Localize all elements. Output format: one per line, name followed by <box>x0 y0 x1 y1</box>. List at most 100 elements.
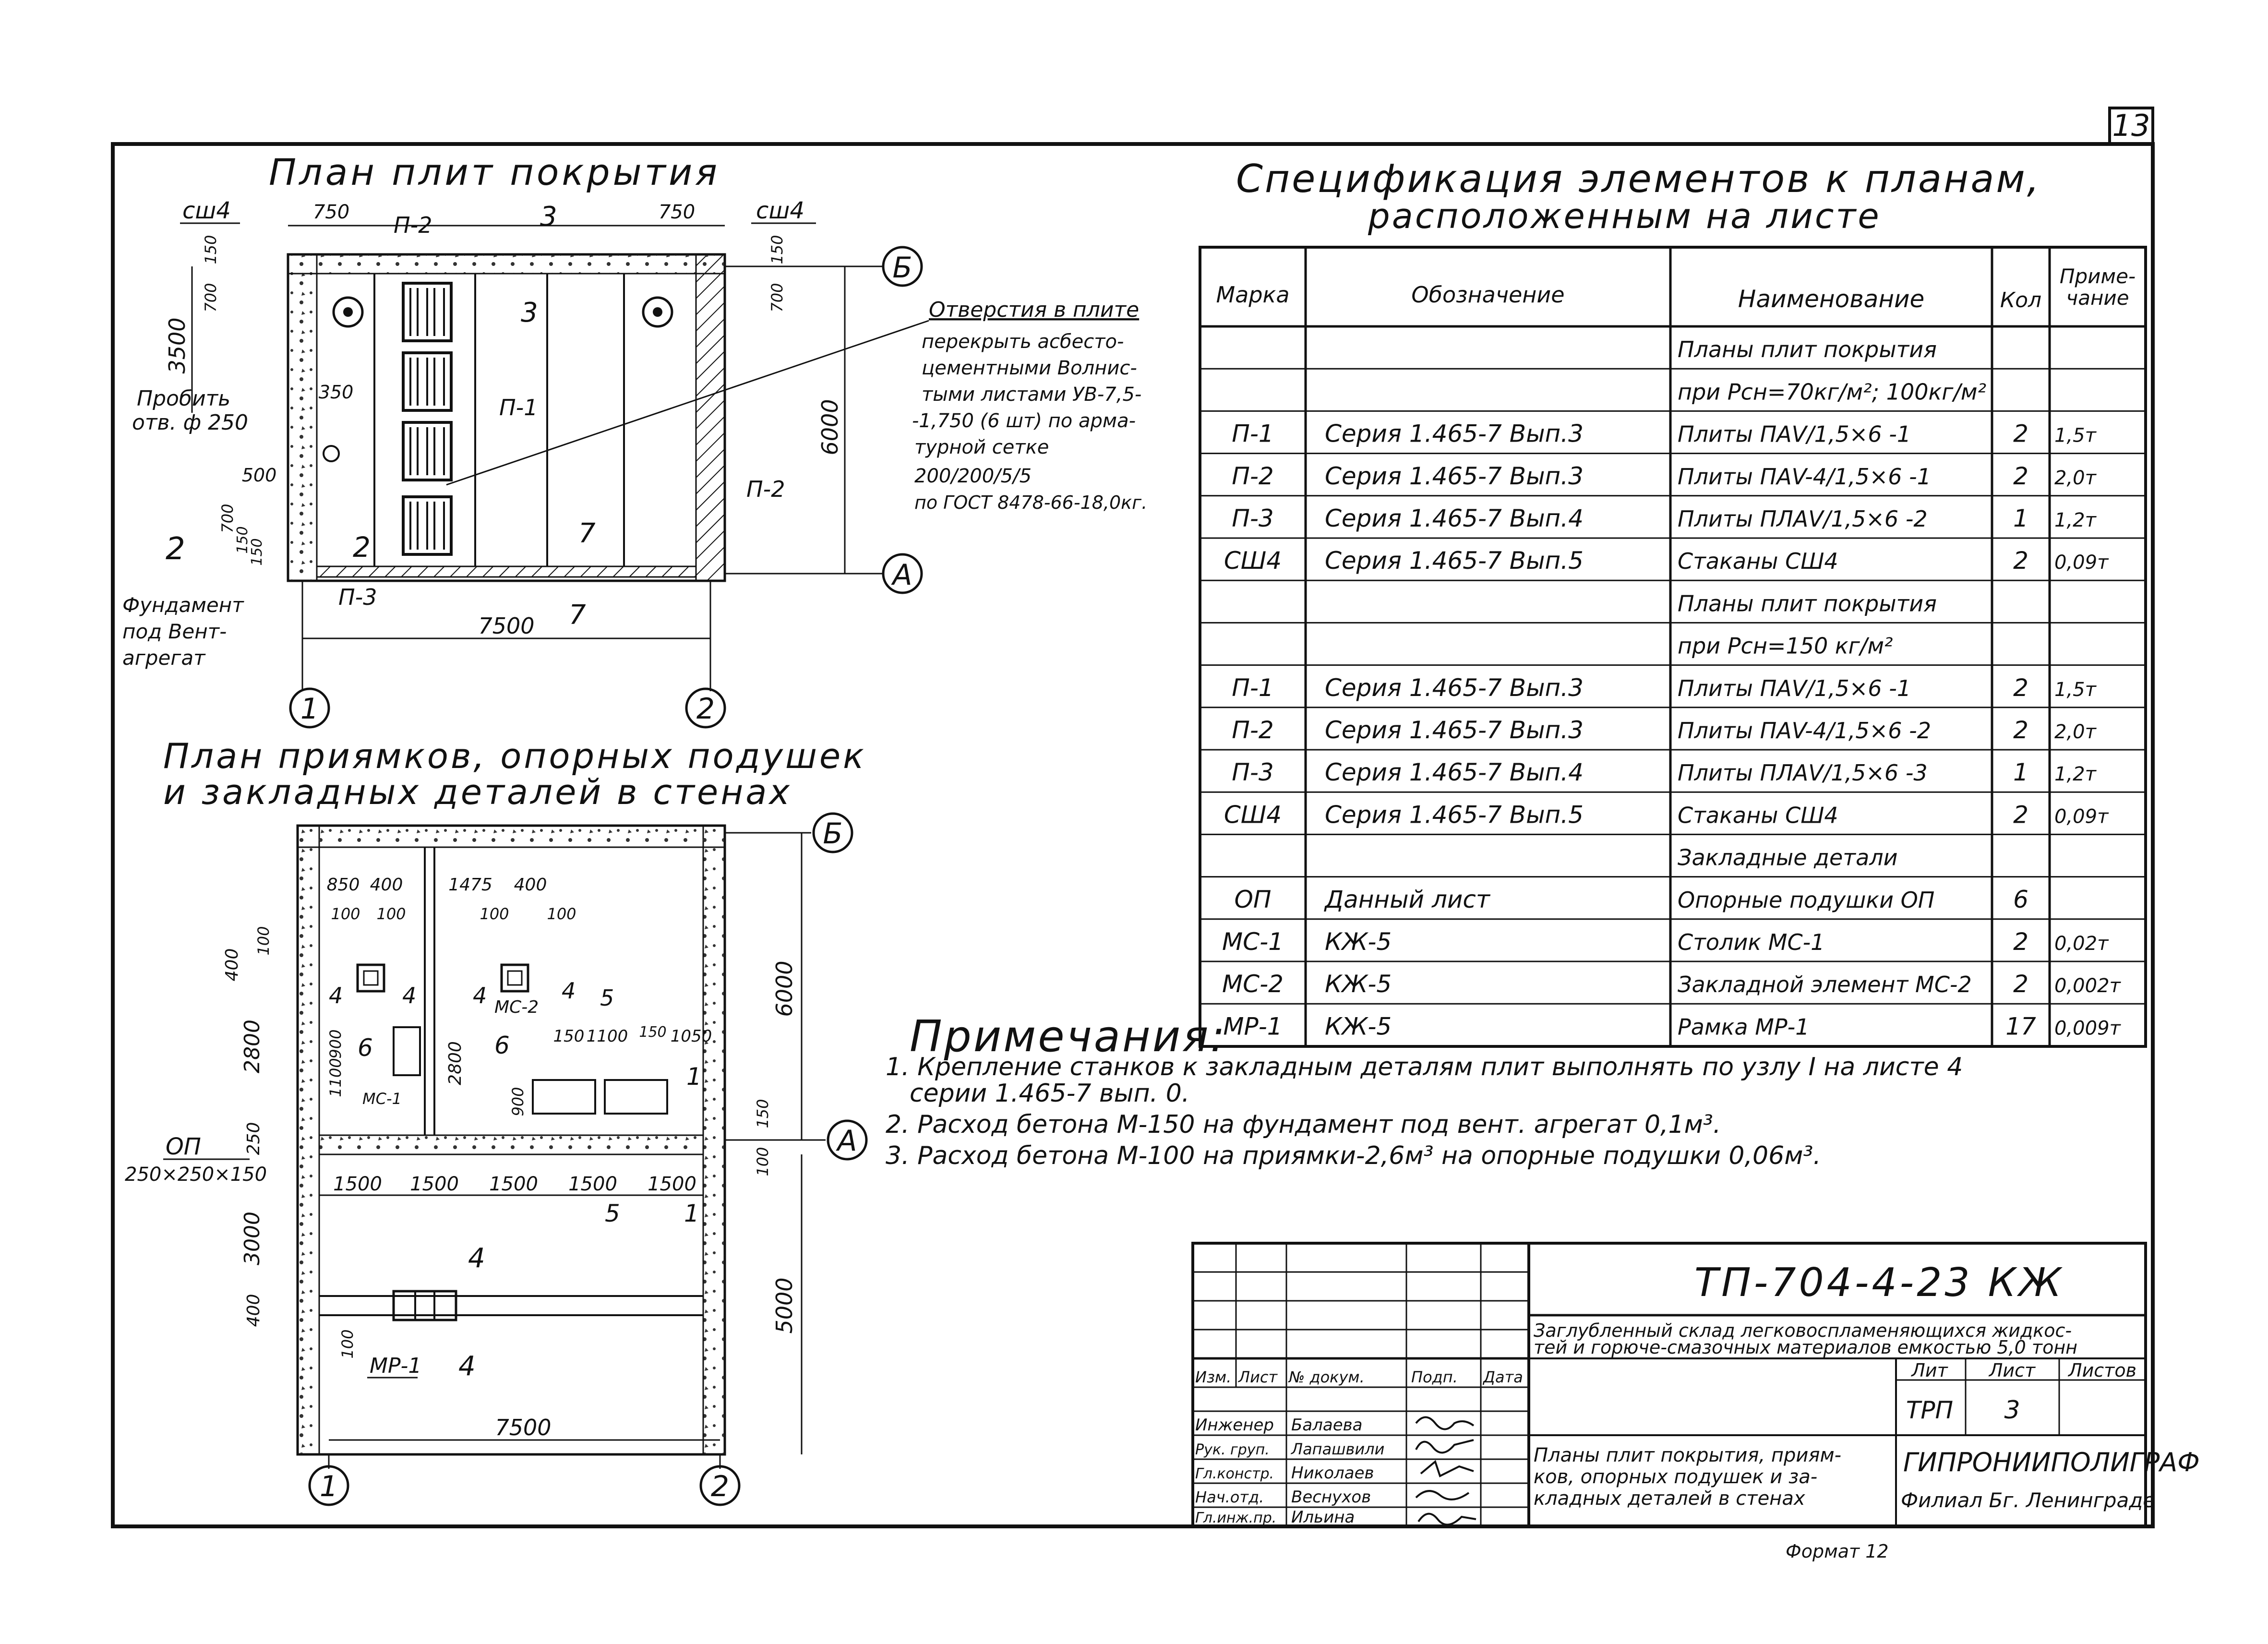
svg-text:1500: 1500 <box>648 1173 696 1195</box>
svg-text:Лапашвили: Лапашвили <box>1291 1440 1384 1458</box>
spec-cell-qty: 17 <box>2005 1012 2036 1040</box>
svg-text:6000: 6000 <box>817 399 843 455</box>
spec-cell-name: Столик МС-1 <box>1678 929 1824 955</box>
svg-text:Веснухов: Веснухов <box>1291 1488 1371 1507</box>
spec-cell-qty: 6 <box>2013 886 2028 913</box>
svg-text:400: 400 <box>514 875 547 895</box>
spec-cell-mark: П-1 <box>1232 674 1273 702</box>
svg-text:100: 100 <box>480 905 509 923</box>
svg-text:1500: 1500 <box>333 1173 382 1195</box>
svg-text:900: 900 <box>509 1087 527 1116</box>
svg-text:П-2: П-2 <box>394 212 432 238</box>
notes-title: Примечания: <box>910 1011 1227 1062</box>
svg-text:750: 750 <box>313 201 349 223</box>
svg-text:1: 1 <box>300 692 319 726</box>
svg-text:Рук. груп.: Рук. груп. <box>1195 1441 1270 1458</box>
svg-text:1: 1 <box>320 1470 338 1503</box>
sheet-number: 13 <box>2112 108 2150 143</box>
spec-cell-qty: 2 <box>2013 801 2028 828</box>
svg-text:Николаев: Николаев <box>1291 1464 1374 1483</box>
svg-text:3: 3 <box>521 297 538 328</box>
svg-text:700: 700 <box>218 504 237 533</box>
spec-cell-note: 0,002т <box>2054 975 2122 997</box>
svg-text:ОП: ОП <box>166 1133 201 1160</box>
svg-text:350: 350 <box>319 382 354 403</box>
svg-text:Отверстия в плите: Отверстия в плите <box>929 298 1139 322</box>
spec-cell-qty: 2 <box>2013 462 2028 490</box>
spec-cell-note: 2,0т <box>2054 721 2097 743</box>
svg-text:150: 150 <box>202 235 220 264</box>
spec-cell-designation: КЖ-5 <box>1325 1012 1392 1040</box>
support-pad-icon <box>356 963 385 993</box>
hole-250-icon <box>323 445 340 462</box>
signatures <box>1415 1416 1476 1526</box>
spec-cell-mark: П-3 <box>1232 758 1273 786</box>
spec-title-2: расположенным на листе <box>1368 196 1881 236</box>
plan1-width-dim: 7500 <box>478 613 534 639</box>
spec-cell-name: при Рсн=150 кг/м² <box>1678 633 1893 659</box>
spec-cell-designation: Серия 1.465-7 Вып.5 <box>1325 801 1584 828</box>
svg-text:500: 500 <box>242 465 277 486</box>
svg-text:МР-1: МР-1 <box>370 1354 421 1378</box>
svg-text:1050: 1050 <box>671 1027 712 1046</box>
svg-text:100: 100 <box>547 905 576 923</box>
svg-text:Б: Б <box>892 251 912 285</box>
spec-cell-note: 0,09т <box>2054 805 2109 828</box>
spec-cell-mark: СШ4 <box>1224 801 1282 828</box>
svg-text:700: 700 <box>768 283 786 312</box>
svg-text:250×250×150: 250×250×150 <box>125 1164 267 1186</box>
svg-text:2800: 2800 <box>445 1041 465 1085</box>
svg-text:6000: 6000 <box>771 960 797 1017</box>
spec-cell-qty: 1 <box>2013 758 2028 786</box>
spec-cell-note: 1,5т <box>2054 679 2097 701</box>
note-line-2: серии 1.465-7 вып. 0. <box>910 1079 1189 1108</box>
svg-text:цементными Волнис-: цементными Волнис- <box>922 357 1137 379</box>
spec-cell-mark: СШ4 <box>1224 547 1282 575</box>
spec-cell-name: Плиты ПАV/1,5×6 -1 <box>1678 675 1911 701</box>
svg-text:сш4: сш4 <box>756 197 804 224</box>
corrugated-openings <box>402 282 453 556</box>
note-line-4: 3. Расход бетона М-100 на приямки-2,6м³ … <box>886 1141 1821 1170</box>
hole-note: Отверстия в плите перекрыть асбесто- цем… <box>446 298 1147 513</box>
svg-text:тей и горюче-смазочных материа: тей и горюче-смазочных материалов емкост… <box>1534 1337 2077 1358</box>
stamp-code: ТП-704-4-23 КЖ <box>1694 1260 2064 1306</box>
spec-cell-mark: П-2 <box>1232 462 1273 490</box>
svg-text:кладных деталей в стенах: кладных деталей в стенах <box>1534 1488 1805 1510</box>
glass-csh4-right-icon <box>642 296 673 328</box>
svg-text:1: 1 <box>684 1200 699 1227</box>
plan-roof-slabs: План плит покрытия Б А <box>122 151 1147 729</box>
svg-text:Лист: Лист <box>1238 1368 1278 1386</box>
spec-cell-name: Планы плит покрытия <box>1678 336 1937 362</box>
svg-text:П-2: П-2 <box>746 476 785 502</box>
svg-text:2800: 2800 <box>240 1020 264 1073</box>
spec-cell-name: Плиты ПАV-4/1,5×6 -2 <box>1678 718 1931 744</box>
plan1-title: План плит покрытия <box>269 151 720 193</box>
spec-rows: Планы плит покрытия при Рсн=70кг/м²; 100к… <box>1222 336 2121 1040</box>
spec-cell-designation: КЖ-5 <box>1325 970 1392 998</box>
svg-text:Планы плит покрытия, приям-: Планы плит покрытия, приям- <box>1534 1444 1841 1466</box>
spec-header-designation: Обозначение <box>1411 282 1564 308</box>
svg-text:1100: 1100 <box>326 1058 345 1097</box>
spec-cell-mark: П-3 <box>1232 504 1273 532</box>
spec-cell-note: 1,2т <box>2054 509 2097 531</box>
svg-text:100: 100 <box>331 905 360 923</box>
svg-text:5: 5 <box>605 1200 620 1227</box>
svg-text:МС-1: МС-1 <box>362 1090 402 1108</box>
svg-text:сш4: сш4 <box>182 197 231 224</box>
spec-cell-designation: Серия 1.465-7 Вып.3 <box>1325 420 1584 448</box>
support-pad-icon <box>500 963 529 993</box>
svg-text:Дата: Дата <box>1482 1368 1523 1386</box>
spec-cell-name: при Рсн=70кг/м²; 100кг/м² <box>1678 379 1986 405</box>
svg-text:П-3: П-3 <box>338 584 377 610</box>
spec-header-note-1: Приме- <box>2060 264 2136 288</box>
svg-text:ТРП: ТРП <box>1906 1396 1953 1424</box>
spec-cell-note: 1,2т <box>2054 763 2097 785</box>
spec-cell-designation: Серия 1.465-7 Вып.3 <box>1325 716 1584 744</box>
svg-text:5: 5 <box>600 985 614 1011</box>
svg-text:400: 400 <box>222 948 242 982</box>
spec-cell-mark: П-1 <box>1232 420 1273 448</box>
spec-cell-name: Плиты ПАV/1,5×6 -1 <box>1678 421 1911 447</box>
svg-text:1: 1 <box>686 1063 702 1091</box>
spec-cell-qty: 2 <box>2013 928 2028 956</box>
spec-cell-designation: Серия 1.465-7 Вып.4 <box>1325 504 1584 532</box>
